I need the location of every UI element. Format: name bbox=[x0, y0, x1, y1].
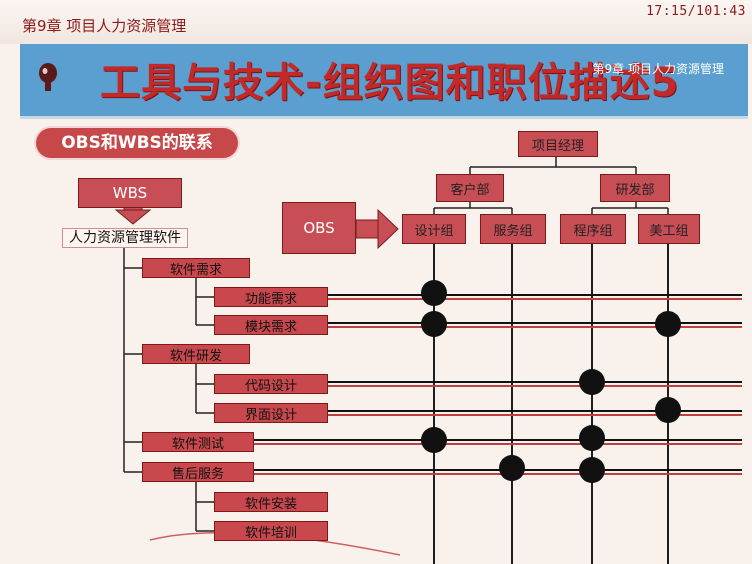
dot-art-module bbox=[655, 311, 681, 337]
title-banner: 工具与技术-组织图和职位描述5 第9章 项目人力资源管理 bbox=[20, 44, 748, 119]
dot-design-test bbox=[421, 427, 447, 453]
obs-root-pm: 项目经理 bbox=[518, 131, 598, 157]
obs-dept-rnd: 研发部 bbox=[600, 174, 670, 202]
wbs-connectors bbox=[123, 248, 214, 532]
obs-connectors bbox=[433, 157, 669, 214]
wbs-tag: WBS bbox=[78, 178, 182, 208]
obs-team-design: 设计组 bbox=[402, 214, 466, 244]
dot-design-function bbox=[421, 280, 447, 306]
obs-team-art: 美工组 bbox=[638, 214, 700, 244]
wbs-group-aftersales: 售后服务 bbox=[142, 462, 254, 482]
section-pill: OBS和WBS的联系 bbox=[36, 128, 238, 158]
top-bar: 第9章 项目人力资源管理 17:15/101:43 bbox=[0, 0, 752, 44]
banner-subtitle: 第9章 项目人力资源管理 bbox=[592, 62, 724, 76]
wbs-task-module-req: 模块需求 bbox=[214, 315, 328, 335]
chapter-title: 第9章 项目人力资源管理 bbox=[22, 17, 187, 35]
obs-team-program: 程序组 bbox=[560, 214, 626, 244]
wbs-group-requirements: 软件需求 bbox=[142, 258, 250, 278]
responsibility-dots bbox=[421, 280, 681, 483]
dot-design-module bbox=[421, 311, 447, 337]
obs-tag: OBS bbox=[282, 202, 356, 254]
obs-columns bbox=[433, 244, 669, 564]
wbs-task-ui-design: 界面设计 bbox=[214, 403, 328, 423]
wbs-task-training: 软件培训 bbox=[214, 521, 328, 541]
dot-program-aftersales bbox=[579, 457, 605, 483]
dot-service-aftersales bbox=[499, 455, 525, 481]
slide-title: 工具与技术-组织图和职位描述5 bbox=[100, 60, 680, 106]
playback-clock: 17:15/101:43 bbox=[646, 4, 746, 19]
mascot-icon bbox=[39, 63, 57, 91]
wbs-root: 人力资源管理软件 bbox=[62, 228, 188, 248]
obs-dept-customer: 客户部 bbox=[436, 174, 504, 202]
dot-art-ui bbox=[655, 397, 681, 423]
wbs-group-development: 软件研发 bbox=[142, 344, 250, 364]
wbs-group-testing: 软件测试 bbox=[142, 432, 254, 452]
dot-program-code bbox=[579, 369, 605, 395]
dot-program-test bbox=[579, 425, 605, 451]
wbs-task-function-req: 功能需求 bbox=[214, 287, 328, 307]
wbs-task-code-design: 代码设计 bbox=[214, 374, 328, 394]
obs-arrow-icon bbox=[355, 208, 399, 250]
wbs-task-install: 软件安装 bbox=[214, 492, 328, 512]
obs-team-service: 服务组 bbox=[480, 214, 546, 244]
